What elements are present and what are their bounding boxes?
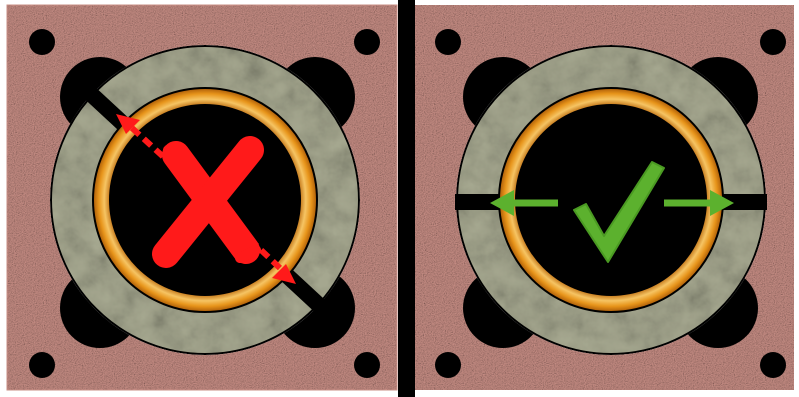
mounting-hole-icon: [29, 29, 55, 55]
mounting-hole-icon: [29, 352, 55, 378]
incorrect-panel: [7, 5, 397, 390]
mounting-hole-icon: [435, 352, 461, 378]
correct-panel: [415, 5, 794, 390]
mounting-hole-icon: [760, 29, 786, 55]
mounting-hole-icon: [354, 29, 380, 55]
mounting-hole-icon: [354, 352, 380, 378]
mounting-hole-icon: [760, 352, 786, 378]
panel-divider: [398, 0, 415, 397]
mounting-hole-icon: [435, 29, 461, 55]
